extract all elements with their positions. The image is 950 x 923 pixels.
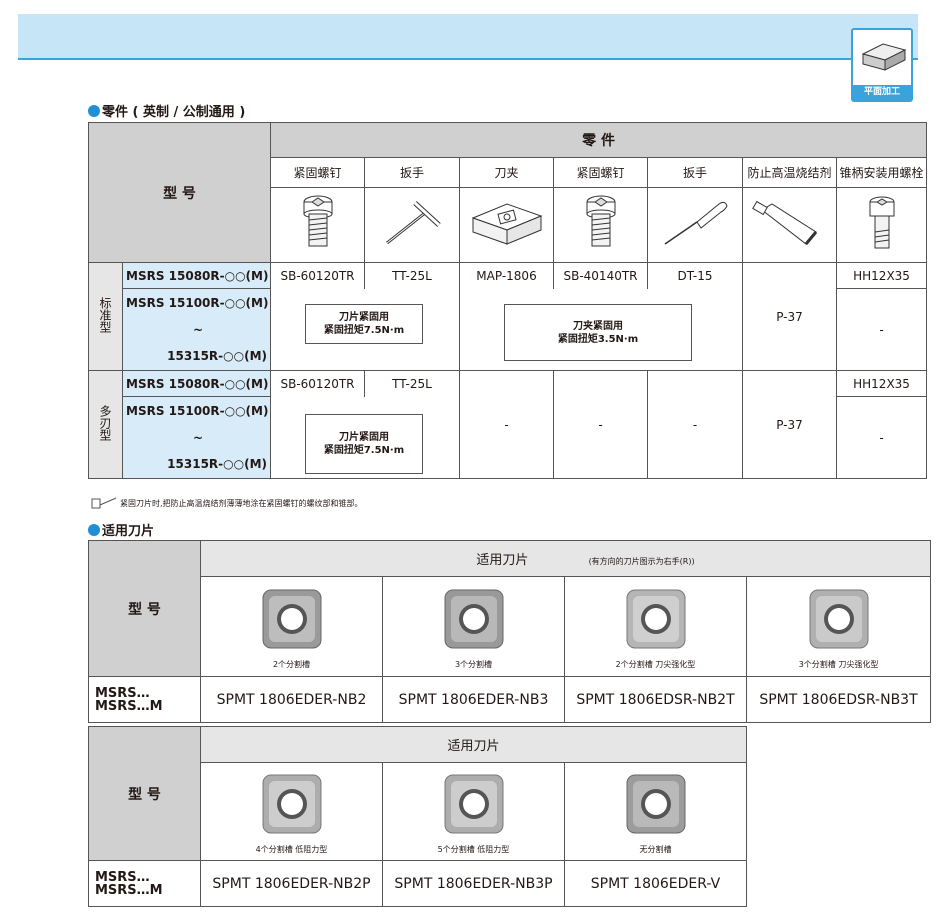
t-wrench-icon (386, 200, 441, 244)
insert-nb2t-icon (626, 589, 685, 648)
section-parts-title: 零件 ( 英制 / 公制通用 ) (88, 101, 245, 120)
torque-box-insert: 刀片紧固用紧固扭矩7.5N·m (305, 304, 423, 344)
col-header: 紧固螺钉 (270, 157, 365, 188)
face-milling-badge: 平面加工 (851, 28, 913, 102)
insert-code: SPMT 1806EDSR-NB3T (745, 676, 932, 723)
cell-screw: SB-60120TR (270, 262, 365, 289)
insert-table-1: 型 号 适用刀片 (有方向的刀片图示为右手(R)) 2个分割槽 3个分割槽 (88, 540, 932, 723)
cell-screw2: - (553, 370, 648, 479)
cell-wrench: TT-25L (364, 370, 460, 397)
model-range-tilde: ~ (122, 316, 271, 343)
insert-nb3-icon (444, 589, 503, 648)
cell-bolt: - (835, 396, 928, 479)
insert-nb2-icon (262, 589, 321, 648)
cell-holder: MAP-1806 (459, 262, 554, 289)
cell-wrench: TT-25L (364, 262, 460, 289)
col-header: 扳手 (364, 157, 460, 188)
col-header: 锥柄安装用螺栓 (835, 157, 928, 188)
section-title: 适用刀片 (102, 524, 155, 539)
group-label-multi: 多刃型 (88, 370, 123, 479)
cell-wrench2: DT-15 (647, 262, 743, 289)
insert-cell: 3个分割槽 (382, 576, 565, 677)
section-title: 零件 ( 英制 / 公制通用 ) (102, 105, 246, 120)
col-header: 扳手 (647, 157, 743, 188)
row-label: MSRS…MSRS…M (88, 676, 201, 723)
cell-anti-seize: P-37 (742, 370, 837, 479)
bullet-icon (88, 104, 100, 117)
row-label: MSRS…MSRS…M (88, 860, 201, 907)
torque-box-insert-multi: 刀片紧固用紧固扭矩7.5N·m (305, 414, 423, 474)
model-cell: 15315R-○○(M) (122, 450, 271, 479)
insert-code: SPMT 1806EDER-V (564, 860, 747, 907)
insert-cell: 5个分割槽 低阻力型 (382, 762, 565, 861)
cell-wrench2: - (647, 370, 743, 479)
cartridge-icon (471, 203, 542, 245)
torque-box-holder: 刀夹紧固用紧固扭矩3.5N·m (504, 304, 692, 361)
insert-cell: 2个分割槽 (200, 576, 383, 677)
insert-nb2p-icon (262, 774, 321, 833)
screwdriver-icon (664, 201, 728, 245)
hex-bolt-icon (869, 196, 895, 248)
section-inserts-title: 适用刀片 (88, 520, 154, 539)
driver-image (647, 187, 743, 263)
insert-cell: 2个分割槽 刀尖强化型 (564, 576, 747, 677)
insert-nb3t-icon (809, 589, 868, 648)
insert-cell: 4个分割槽 低阻力型 (200, 762, 383, 861)
holder-image (459, 187, 554, 263)
insert-cell: 3个分割槽 刀尖强化型 (745, 576, 932, 677)
wrench-image (364, 187, 460, 263)
badge-label: 平面加工 (853, 85, 911, 100)
cell-screw2: SB-40140TR (553, 262, 648, 289)
cell-bolt: - (835, 288, 928, 371)
insert-v-icon (626, 774, 685, 833)
cell-screw: SB-60120TR (270, 370, 365, 397)
screw-note-icon (91, 497, 117, 509)
header-band (18, 14, 918, 60)
screw2-image (553, 187, 648, 263)
col-header: 紧固螺钉 (553, 157, 648, 188)
cell-anti-seize: P-37 (742, 262, 837, 371)
cell-bolt: HH12X35 (835, 370, 928, 397)
model-cell: MSRS 15080R-○○(M) (122, 370, 271, 397)
model-range-tilde: ~ (122, 424, 271, 451)
bolt-image (835, 187, 928, 263)
insert-code: SPMT 1806EDER-NB2 (200, 676, 383, 723)
insert-header: 适用刀片 (200, 726, 747, 763)
insert-code: SPMT 1806EDER-NB3 (382, 676, 565, 723)
insert-nb3p-icon (444, 774, 503, 833)
group-label-standard: 标准型 (88, 262, 123, 371)
cell-holder: - (459, 370, 554, 479)
insert-code: SPMT 1806EDSR-NB2T (564, 676, 747, 723)
insert-cell: 无分割槽 (564, 762, 747, 861)
insert-code: SPMT 1806EDER-NB2P (200, 860, 383, 907)
col-header: 防止高温烧结剂 (742, 157, 837, 188)
col-header: 刀夹 (459, 157, 554, 188)
model-cell: 15315R-○○(M) (122, 342, 271, 371)
model-cell: MSRS 15100R-○○(M) (122, 288, 271, 317)
insert-code: SPMT 1806EDER-NB3P (382, 860, 565, 907)
cell-bolt: HH12X35 (835, 262, 928, 289)
bullet-icon (88, 523, 100, 536)
insert-table-2: 型 号 适用刀片 4个分割槽 低阻力型 5个分割槽 低阻力型 (88, 726, 747, 907)
clamp-screw-icon (303, 195, 332, 246)
parts-header: 零 件 (269, 122, 928, 158)
model-header: 型 号 (88, 122, 271, 263)
paste-tube-icon (751, 200, 817, 245)
model-header: 型 号 (88, 726, 201, 861)
usage-note: 紧固刀片时,把防止高温烧结剂薄薄地涂在紧固螺钉的螺纹部和锥部。 (90, 496, 363, 510)
model-header: 型 号 (88, 540, 201, 677)
model-cell: MSRS 15100R-○○(M) (122, 396, 271, 425)
tube-image (742, 187, 837, 263)
block-icon (861, 43, 907, 71)
model-cell: MSRS 15080R-○○(M) (122, 262, 271, 289)
holder-screw-icon (586, 195, 615, 246)
screw-image (270, 187, 365, 263)
parts-table: 型 号 零 件 紧固螺钉 扳手 刀夹 紧固螺钉 扳手 防止高温烧结剂 锥柄安装用… (88, 122, 928, 479)
insert-header: 适用刀片 (有方向的刀片图示为右手(R)) (199, 540, 932, 577)
